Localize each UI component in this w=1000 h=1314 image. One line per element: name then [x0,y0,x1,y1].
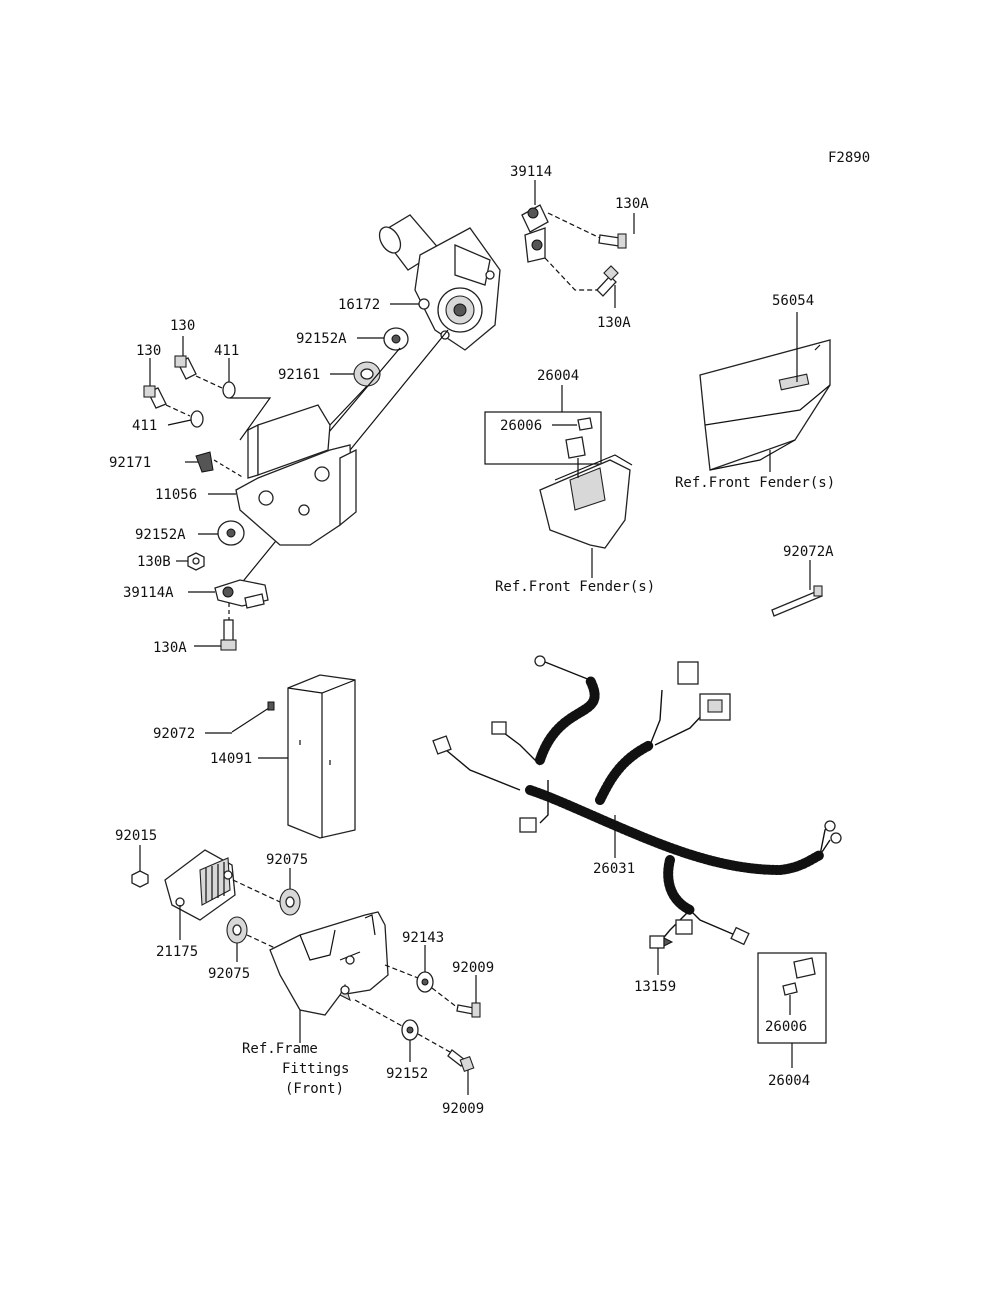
label-16172: 16172 [338,297,380,313]
washer-92152 [401,1019,419,1041]
label-130-a: 130 [170,318,195,334]
front-fender-panel [699,339,831,471]
ref-frame-l2: Fittings [282,1061,349,1077]
clip-92171 [185,451,214,473]
steering-motor-unit [378,214,501,351]
grommet-92075-b [226,916,248,944]
label-92015: 92015 [115,828,157,844]
label-130-b: 130 [136,343,161,359]
ref-frame-l1: Ref.Frame [242,1041,318,1057]
regulator-21175 [164,849,236,921]
cable-tie-92072 [231,701,275,733]
bolt-92009-b [447,1049,475,1073]
washer-92152a-top [383,327,409,351]
label-411-b: 411 [132,418,157,434]
part-92161 [353,361,381,387]
label-130a-mid: 130A [597,315,631,331]
label-92075-a: 92075 [266,852,308,868]
fender-section-mid [539,454,633,549]
nut-92015 [131,870,149,888]
bolt-130a-bottom [220,619,237,651]
label-92075-b: 92075 [208,966,250,982]
label-92171: 92171 [109,455,151,471]
label-56054: 56054 [772,293,814,309]
label-92009-b: 92009 [442,1101,484,1117]
label-14091: 14091 [210,751,252,767]
label-39114a: 39114A [123,585,174,601]
label-13159: 13159 [634,979,676,995]
washer-92152a-bottom [217,520,245,546]
label-26006-bottom: 26006 [765,1019,807,1035]
label-92072: 92072 [153,726,195,742]
label-26031: 26031 [593,861,635,877]
label-26004-bottom: 26004 [768,1073,810,1089]
connector-box-bottom [757,952,827,1044]
label-92152: 92152 [386,1066,428,1082]
upper-universal-joint [521,204,549,263]
ecu-14091 [287,674,356,839]
connector-box-top [484,411,602,465]
label-11056: 11056 [155,487,197,503]
label-39114: 39114 [510,164,552,180]
label-92152a-bottom: 92152A [135,527,186,543]
bolt-130-a [174,355,197,380]
bracket-11056 [235,404,357,546]
label-130a-top: 130A [615,196,649,212]
washer-411-a [222,381,236,399]
figure-code: F2890 [828,150,870,166]
main-wire-harness [432,655,842,946]
label-21175: 21175 [156,944,198,960]
lower-universal-joint [214,579,269,609]
ref-frame-l3: (Front) [285,1081,344,1097]
bolt-130-b [143,385,167,409]
label-92072a: 92072A [783,544,834,560]
grommet-92075-a [279,888,301,916]
bolt-92009-a [456,1002,481,1018]
ref-front-fender-a: Ref.Front Fender(s) [675,475,835,491]
frame-bracket [269,911,389,1016]
label-92143: 92143 [402,930,444,946]
bolt-130a-mid [596,265,619,297]
label-92152a-top: 92152A [296,331,347,347]
washer-411-b [190,410,204,428]
label-411-a: 411 [214,343,239,359]
bolt-130a-top [598,233,627,249]
label-26004-top: 26004 [537,368,579,384]
label-92009-a: 92009 [452,960,494,976]
label-92161: 92161 [278,367,320,383]
sensor-13159 [649,935,674,949]
label-130a-bottom: 130A [153,640,187,656]
ref-front-fender-b: Ref.Front Fender(s) [495,579,655,595]
washer-92143 [416,971,434,993]
nut-130b [187,552,205,571]
label-26006-top: 26006 [500,418,542,434]
label-130b: 130B [137,554,171,570]
part-16172 [418,298,430,310]
cable-tie-92072a [771,585,823,617]
